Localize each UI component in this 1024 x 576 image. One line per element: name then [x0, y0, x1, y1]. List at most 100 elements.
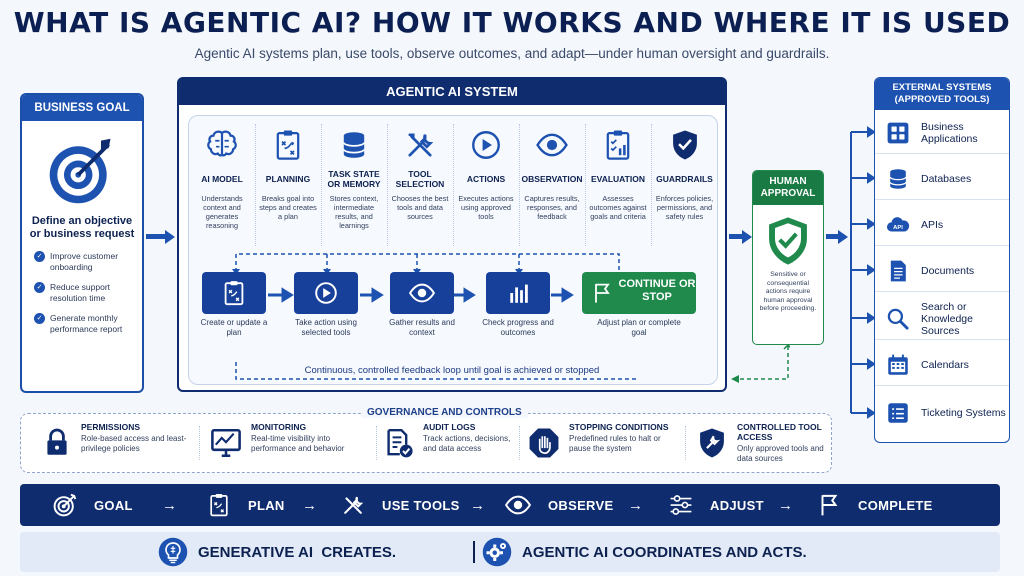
component-actions: ACTIONS Executes actions using approved …	[453, 124, 520, 246]
search-icon	[885, 306, 911, 332]
list-item: ✓Generate monthly performance report	[34, 313, 136, 334]
component-guardrails: GUARDRAILS Enforces policies, permission…	[651, 124, 718, 246]
human-approval-panel: HUMAN APPROVAL Sensitive or consequentia…	[752, 170, 824, 345]
component-planning: PLANNING Breaks goal into steps and crea…	[255, 124, 322, 246]
loop-step-act-label: Take action using selected tools	[295, 318, 357, 337]
loop-step-plan-label: Create or update a plan	[200, 318, 268, 337]
external-systems-panel: EXTERNAL SYSTEMS (APPROVED TOOLS) Busine…	[874, 77, 1010, 443]
loop-step-observe	[390, 272, 454, 314]
component-tool-selection: TOOL SELECTION Chooses the best tools an…	[387, 124, 454, 246]
loop-step-check-label: Check progress and outcomes	[482, 318, 554, 337]
arrow-icon: →	[628, 497, 643, 514]
external-item-calendars: Calendars	[875, 344, 1009, 386]
check-icon: ✓	[34, 282, 45, 293]
gear-network-icon	[482, 537, 512, 567]
arrow-icon: →	[778, 497, 793, 514]
business-goal-panel: BUSINESS GOAL Define an objective or bus…	[20, 93, 144, 393]
shield-wrench-icon	[695, 426, 729, 460]
ticket-icon	[885, 400, 911, 426]
apps-grid-icon	[885, 120, 911, 146]
agentic-system-heading: AGENTIC AI SYSTEM	[179, 79, 725, 105]
target-icon	[52, 492, 78, 518]
arrow-head	[838, 230, 848, 244]
shield-check-icon	[769, 217, 807, 265]
flag-icon	[590, 281, 614, 305]
bar-chart-icon	[504, 279, 532, 307]
bottom-banner: GENERATIVE AI CREATES. AGENTIC AI COORDI…	[20, 532, 1000, 572]
page-title: WHAT IS AGENTIC AI? HOW IT WORKS AND WHE…	[13, 6, 1011, 39]
business-goal-examples: ✓Improve customer onboarding ✓Reduce sup…	[22, 251, 142, 334]
system-components: AI MODEL Understands context and generat…	[188, 115, 718, 385]
business-goal-definition: Define an objective or business request	[29, 215, 135, 240]
human-approval-desc: Sensitive or consequential actions requi…	[759, 271, 817, 312]
feedback-loop-lines	[232, 253, 637, 380]
check-icon: ✓	[34, 251, 45, 262]
audit-log-icon	[383, 426, 415, 460]
list-item: ✓Reduce support resolution time	[34, 282, 136, 303]
arrow-head	[165, 230, 175, 244]
loop-step-continue-or-stop: CONTINUE OR STOP	[582, 272, 696, 314]
flag-icon	[816, 492, 842, 518]
database-icon	[885, 166, 911, 192]
banner-generative-ai: GENERATIVE AI CREATES.	[158, 537, 396, 567]
play-icon	[312, 279, 340, 307]
calendar-icon	[885, 352, 911, 378]
external-systems-heading: EXTERNAL SYSTEMS (APPROVED TOOLS)	[875, 78, 1009, 110]
approval-return-line	[731, 345, 790, 383]
business-goal-heading: BUSINESS GOAL	[22, 95, 142, 121]
external-item-databases: Databases	[875, 158, 1009, 200]
flow-step-observe: OBSERVE	[504, 484, 613, 526]
external-branch-lines	[850, 126, 876, 419]
loop-step-adjust-label: Adjust plan or complete goal	[597, 318, 681, 337]
arrow-head	[742, 230, 752, 244]
tools-icon	[340, 492, 366, 518]
loop-step-plan	[202, 272, 266, 314]
sliders-icon	[668, 492, 694, 518]
banner-agentic-ai: AGENTIC AI COORDINATES AND ACTS.	[482, 537, 807, 567]
check-icon: ✓	[34, 313, 45, 324]
human-approval-heading: HUMAN APPROVAL	[753, 171, 823, 205]
clipboard-plan-icon	[206, 492, 232, 518]
process-flow-bar: GOAL → PLAN → USE TOOLS → OBSERVE → ADJU…	[20, 484, 1000, 526]
flow-step-complete: COMPLETE	[816, 484, 933, 526]
document-icon	[885, 258, 911, 284]
arrow-icon: →	[302, 497, 317, 514]
eye-icon	[504, 491, 532, 519]
api-cloud-icon	[885, 211, 911, 239]
arrow-icon: →	[470, 497, 485, 514]
external-item-search: Search or Knowledge Sources	[875, 298, 1009, 340]
agentic-system-panel: AGENTIC AI SYSTEM AI MODEL Understands c…	[177, 77, 727, 392]
ai-bulb-icon	[158, 537, 188, 567]
component-evaluation: EVALUATION Assesses outcomes against goa…	[585, 124, 652, 246]
external-item-apis: APIs	[875, 204, 1009, 246]
external-item-documents: Documents	[875, 250, 1009, 292]
eye-icon	[408, 279, 436, 307]
arrow-icon: →	[162, 497, 177, 514]
arrow-system-to-approval	[729, 234, 743, 239]
loop-step-check	[486, 272, 550, 314]
flow-step-use-tools: USE TOOLS	[340, 484, 460, 526]
stop-hand-icon	[527, 426, 561, 460]
component-ai-model: AI MODEL Understands context and generat…	[189, 124, 256, 246]
target-icon	[49, 138, 111, 204]
governance-heading: GOVERNANCE AND CONTROLS	[361, 407, 528, 418]
page-subtitle: Agentic AI systems plan, use tools, obse…	[194, 46, 830, 61]
flow-step-adjust: ADJUST	[668, 484, 764, 526]
loop-step-observe-label: Gather results and context	[389, 318, 455, 337]
arrow-approval-to-external	[826, 234, 840, 239]
list-item: ✓Improve customer onboarding	[34, 251, 136, 272]
component-observation: OBSERVATION Captures results, responses,…	[519, 124, 586, 246]
external-item-ticketing: Ticketing Systems	[875, 392, 1009, 434]
clipboard-plan-icon	[220, 279, 248, 307]
loop-step-act	[294, 272, 358, 314]
arrow-goal-to-system	[146, 234, 166, 239]
lock-icon	[41, 426, 73, 458]
flow-step-plan: PLAN	[206, 484, 285, 526]
external-item-business-apps: Business Applications	[875, 112, 1009, 154]
banner-divider	[473, 541, 475, 563]
